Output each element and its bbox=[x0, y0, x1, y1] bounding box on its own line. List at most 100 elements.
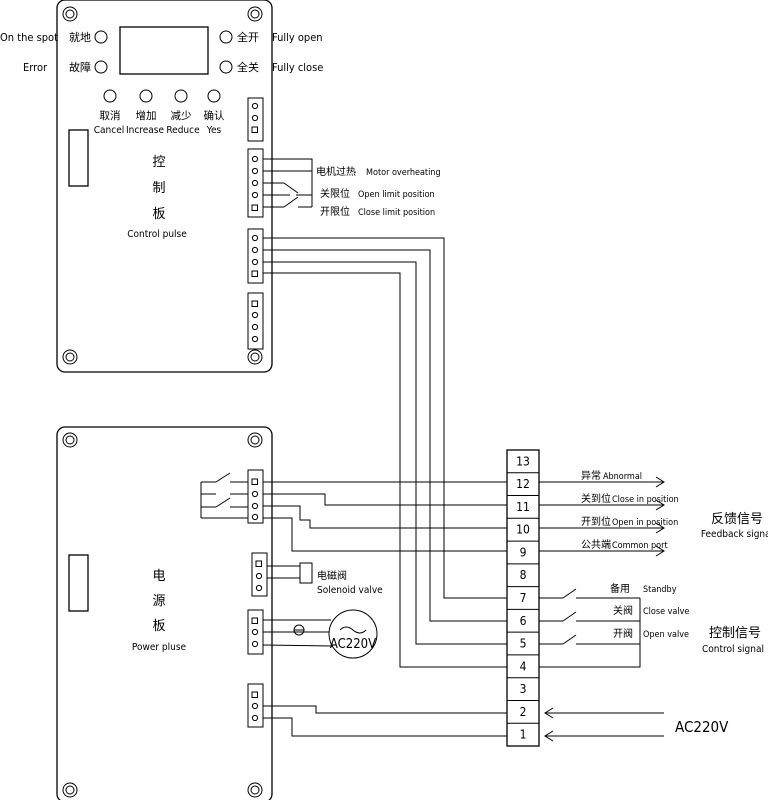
increase-label: Increase bbox=[126, 125, 165, 136]
mount-hole bbox=[247, 432, 263, 448]
fully-open-label: Fully open bbox=[272, 31, 323, 44]
power-board-outline bbox=[56, 426, 273, 800]
terminal-number: 3 bbox=[520, 682, 527, 696]
terminal-number: 6 bbox=[520, 614, 527, 628]
power-board-title-char: 源 bbox=[152, 594, 165, 609]
power-board-title-char: 电 bbox=[152, 569, 165, 584]
close-valve-cn-label: 关阀 bbox=[613, 604, 633, 617]
close-limit-label: Close limit position bbox=[358, 208, 435, 218]
terminal-number: 4 bbox=[520, 659, 527, 673]
solenoid-valve bbox=[267, 562, 313, 584]
connector-p3 bbox=[247, 609, 264, 655]
solenoid-label: Solenoid valve bbox=[317, 585, 383, 596]
control-group-cn-label: 控制信号 bbox=[709, 626, 761, 641]
mount-hole bbox=[247, 6, 263, 22]
connector-j4 bbox=[247, 292, 264, 350]
motor bbox=[262, 609, 378, 659]
common-port-label: Common port bbox=[612, 541, 668, 551]
feedback-group-cn-label: 反馈信号 bbox=[711, 512, 763, 527]
terminal-number: 7 bbox=[520, 591, 527, 605]
connector-p1 bbox=[247, 469, 264, 524]
abnormal-cn-label: 异常 bbox=[581, 469, 601, 482]
increase-cn-label: 增加 bbox=[136, 109, 157, 122]
cancel-cn-label: 取消 bbox=[100, 109, 121, 122]
fully-close-label: Fully close bbox=[272, 61, 323, 74]
feedback-arrows bbox=[539, 476, 665, 557]
control-board-title-char: 板 bbox=[152, 207, 165, 222]
limit-wiring bbox=[263, 158, 313, 208]
close-limit-cn-label: 关限位 bbox=[320, 187, 350, 200]
mount-hole bbox=[62, 349, 78, 365]
control-board-title-char: 控 bbox=[152, 155, 165, 170]
on-spot-led bbox=[94, 30, 108, 44]
standby-label: Standby bbox=[643, 585, 677, 595]
control-board-title: Control pulse bbox=[127, 229, 187, 240]
mount-hole bbox=[247, 782, 263, 798]
terminal-number: 12 bbox=[516, 477, 530, 491]
terminal-number: 1 bbox=[520, 728, 527, 742]
motor-label: AC220V bbox=[330, 637, 376, 652]
mount-hole bbox=[247, 349, 263, 365]
terminal-number: 9 bbox=[520, 545, 527, 559]
open-valve-cn-label: 开阀 bbox=[613, 627, 633, 640]
terminal-number: 11 bbox=[516, 500, 530, 514]
control-to-terminal-wires bbox=[263, 237, 507, 668]
control-board-outline bbox=[56, 0, 273, 373]
fully-close-cn-label: 全关 bbox=[237, 60, 259, 74]
terminal-number: 2 bbox=[520, 705, 527, 719]
terminal-number: 5 bbox=[520, 637, 527, 651]
supply-arrows bbox=[544, 707, 664, 742]
lcd-display bbox=[119, 26, 209, 75]
supply-label: AC220V bbox=[675, 718, 729, 736]
yes-cn-label: 确认 bbox=[204, 109, 225, 122]
feedback-group-label: Feedback signal bbox=[701, 529, 768, 540]
error-label: Error bbox=[23, 61, 48, 74]
open-limit-label: Open limit position bbox=[358, 190, 435, 200]
connector-p4 bbox=[247, 683, 264, 728]
connector-j3 bbox=[247, 228, 264, 284]
reduce-button bbox=[174, 89, 188, 103]
connector-j2 bbox=[247, 148, 264, 218]
cancel-label: Cancel bbox=[94, 125, 124, 136]
power-board: 电 源 板 Power pluse bbox=[56, 426, 273, 800]
control-group-label: Control signal bbox=[702, 644, 764, 655]
fuse-block bbox=[68, 554, 89, 612]
power-board-title-char: 板 bbox=[152, 619, 165, 634]
error-led bbox=[94, 60, 108, 74]
power-switch-contacts bbox=[200, 472, 248, 519]
open-valve-label: Open valve bbox=[643, 630, 689, 640]
terminal-number: 13 bbox=[516, 454, 530, 468]
power-to-terminal-wires bbox=[263, 481, 507, 737]
yes-button bbox=[207, 89, 221, 103]
cancel-button bbox=[103, 89, 117, 103]
control-board-title-char: 制 bbox=[152, 181, 165, 196]
open-limit-cn-label: 开限位 bbox=[320, 205, 350, 218]
abnormal-label: Abnormal bbox=[603, 472, 642, 482]
mount-hole bbox=[62, 782, 78, 798]
solenoid-cn-label: 电磁阀 bbox=[317, 569, 347, 582]
fully-open-led bbox=[219, 30, 233, 44]
reduce-cn-label: 减少 bbox=[171, 110, 192, 122]
error-cn-label: 故障 bbox=[69, 60, 91, 74]
sine-icon bbox=[339, 626, 367, 634]
fully-open-cn-label: 全开 bbox=[237, 30, 259, 44]
terminal-number: 8 bbox=[520, 568, 527, 582]
reduce-label: Reduce bbox=[166, 125, 200, 136]
yes-label: Yes bbox=[206, 125, 222, 136]
motor-overheat-cn-label: 电机过热 bbox=[316, 165, 356, 178]
terminal-block: 13 12 11 10 9 8 7 6 5 4 3 2 1 bbox=[506, 449, 540, 747]
terminal-number: 10 bbox=[516, 523, 530, 537]
open-in-position-label: Open in position bbox=[612, 518, 678, 528]
mount-hole bbox=[62, 6, 78, 22]
close-in-position-label: Close in position bbox=[612, 495, 679, 505]
fully-close-led bbox=[219, 60, 233, 74]
component-block bbox=[68, 129, 89, 187]
motor-overheat-label: Motor overheating bbox=[366, 168, 441, 178]
control-signal-switches bbox=[539, 588, 641, 668]
common-port-cn-label: 公共端 bbox=[581, 538, 611, 551]
connector-p2 bbox=[251, 552, 268, 597]
close-in-position-cn-label: 关到位 bbox=[581, 492, 611, 505]
mount-hole bbox=[62, 432, 78, 448]
control-board: On the spot 就地 Error 故障 全开 Fully open 全关… bbox=[0, 0, 323, 373]
